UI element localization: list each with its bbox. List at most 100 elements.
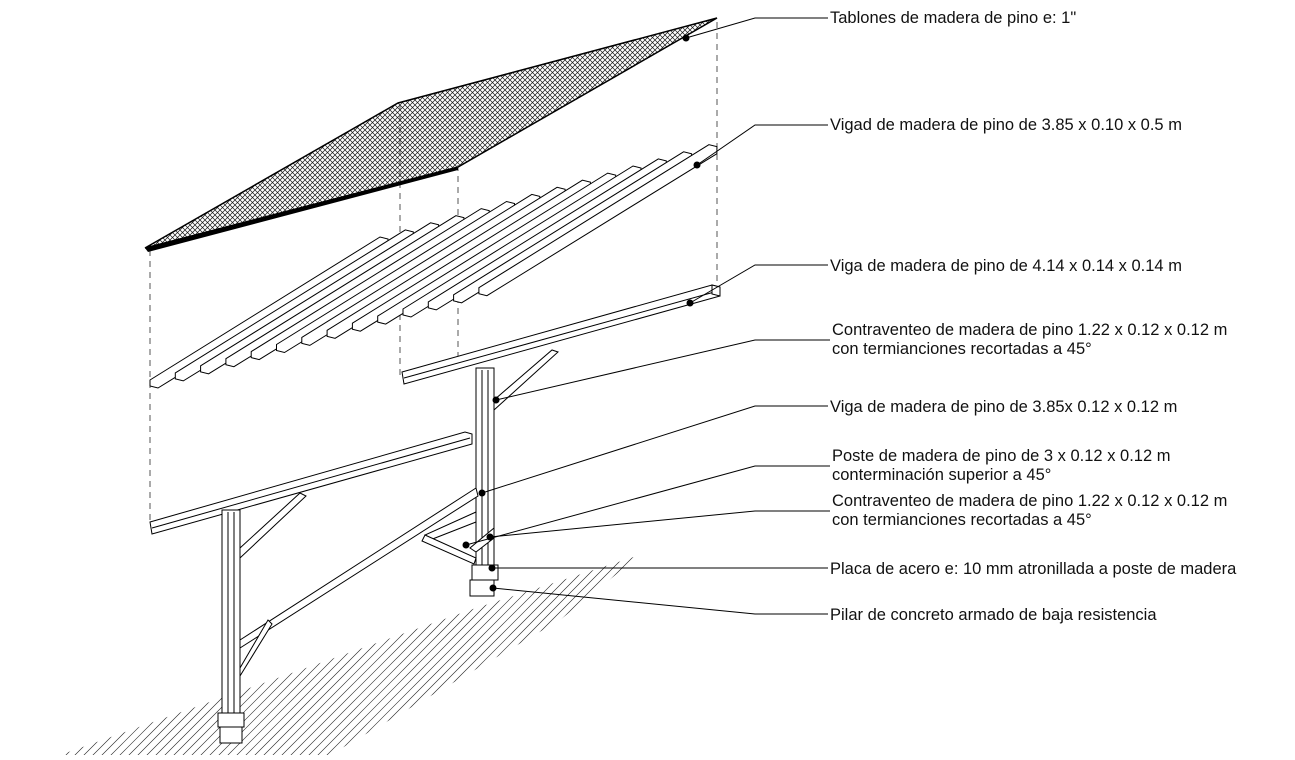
hatch-line xyxy=(60,555,124,755)
leader-dots xyxy=(462,34,701,592)
label-upper-beam: Viga de madera de pino de 4.14 x 0.14 x … xyxy=(830,257,1182,276)
joists xyxy=(149,144,718,389)
leader-line xyxy=(481,405,828,494)
hatch-line xyxy=(339,555,601,755)
hatch-line xyxy=(411,555,640,755)
hatch-line xyxy=(727,500,987,755)
hatch-line xyxy=(636,555,640,755)
leader-dot xyxy=(693,161,701,169)
hatch-line xyxy=(114,555,376,755)
hatch-line xyxy=(60,555,70,755)
hatch-line xyxy=(60,555,61,755)
hatch-line xyxy=(844,500,1104,755)
hatch-line xyxy=(60,555,106,755)
roof-planks xyxy=(144,17,718,252)
hatch-line xyxy=(555,555,640,755)
label-roof-planks: Tablones de madera de pino e: 1" xyxy=(830,9,1076,28)
hatch-line xyxy=(60,555,241,755)
side-brace xyxy=(421,534,477,565)
leader-line xyxy=(492,587,828,615)
hatch-line xyxy=(249,555,511,755)
hatch-line xyxy=(321,555,583,755)
hatch-line xyxy=(60,555,151,755)
hatch-line xyxy=(60,555,223,755)
hatch-line xyxy=(420,555,640,755)
hatch-line xyxy=(835,500,1095,755)
hatch-line xyxy=(564,555,640,755)
hatch-line xyxy=(781,500,1041,755)
label-upper-beam-line-1: Viga de madera de pino de 4.14 x 0.14 x … xyxy=(830,257,1182,275)
hatch-line xyxy=(330,555,592,755)
label-upper-brace-line-1: Contraventeo de madera de pino 1.22 x 0.… xyxy=(832,321,1228,339)
joist xyxy=(478,144,718,297)
label-upper-brace: Contraventeo de madera de pino 1.22 x 0.… xyxy=(832,321,1227,359)
hatch-line xyxy=(880,500,1140,755)
hatch-line xyxy=(799,500,1059,755)
hatch-line xyxy=(60,555,196,755)
front-post xyxy=(217,487,479,744)
label-lower-brace-line-2: con termianciones recortadas a 45° xyxy=(832,511,1092,529)
leader-dot xyxy=(686,299,694,307)
leader-dot xyxy=(489,584,497,592)
hatch-line xyxy=(754,500,1014,755)
label-steel-plate: Placa de acero e: 10 mm atronillada a po… xyxy=(830,560,1236,579)
hatch-line xyxy=(474,555,640,755)
leader-line xyxy=(696,124,828,166)
hatch-line xyxy=(528,555,640,755)
hatch-line xyxy=(700,500,960,755)
hatch-line xyxy=(682,500,942,755)
hatch-line xyxy=(673,500,933,755)
label-lower-brace-line-1: Contraventeo de madera de pino 1.22 x 0.… xyxy=(832,492,1228,510)
leader-dot xyxy=(488,564,496,572)
hatch-line xyxy=(826,500,1086,755)
hatch-line xyxy=(150,555,412,755)
hatch-line xyxy=(312,555,574,755)
hatch-line xyxy=(871,500,1131,755)
leader-line xyxy=(465,465,830,546)
label-lower-beam-line-1: Viga de madera de pino de 3.85x 0.12 x 0… xyxy=(830,398,1178,416)
label-concrete-pier: Pilar de concreto armado de baja resiste… xyxy=(830,606,1157,625)
hatch-line xyxy=(60,555,286,755)
hatch-line xyxy=(348,555,610,755)
hatch-line xyxy=(60,555,214,755)
hatch-line xyxy=(627,555,640,755)
hatch-line xyxy=(646,500,906,755)
hatch-line xyxy=(537,555,640,755)
leader-line xyxy=(489,510,830,538)
hatch-line xyxy=(853,500,1113,755)
hatch-line xyxy=(736,500,996,755)
hatch-line xyxy=(709,500,969,755)
label-post: Poste de madera de pino de 3 x 0.12 x 0.… xyxy=(832,447,1170,485)
hatch-line xyxy=(691,500,951,755)
hatch-line xyxy=(664,500,924,755)
hatch-line xyxy=(60,555,88,755)
hatch-line xyxy=(159,555,421,755)
hatch-line xyxy=(60,555,142,755)
leader-dot xyxy=(462,541,470,549)
label-lower-brace: Contraventeo de madera de pino 1.22 x 0.… xyxy=(832,492,1227,530)
hatch-line xyxy=(60,555,169,755)
label-steel-plate-line-1: Placa de acero e: 10 mm atronillada a po… xyxy=(830,560,1237,578)
hatch-line xyxy=(402,555,640,755)
hatch-line xyxy=(60,555,79,755)
hatch-line xyxy=(69,555,331,755)
hatch-line xyxy=(294,555,556,755)
hatch-line xyxy=(817,500,1077,755)
hatch-line xyxy=(889,500,1149,755)
leader-dot xyxy=(486,533,494,541)
hatch-line xyxy=(546,555,640,755)
hatch-line xyxy=(60,555,97,755)
hatch-line xyxy=(519,555,640,755)
hatch-line xyxy=(862,500,1122,755)
hatch-line xyxy=(60,555,250,755)
hatch-line xyxy=(655,500,915,755)
hatch-line xyxy=(60,555,115,755)
label-joists: Vigad de madera de pino de 3.85 x 0.10 x… xyxy=(830,116,1182,135)
leader-line xyxy=(685,17,828,39)
hatch-line xyxy=(492,555,640,755)
hatch-line xyxy=(763,500,1023,755)
hatch-line xyxy=(60,555,322,755)
leader-dot xyxy=(682,34,690,42)
label-concrete-pier-line-1: Pilar de concreto armado de baja resiste… xyxy=(830,606,1157,624)
